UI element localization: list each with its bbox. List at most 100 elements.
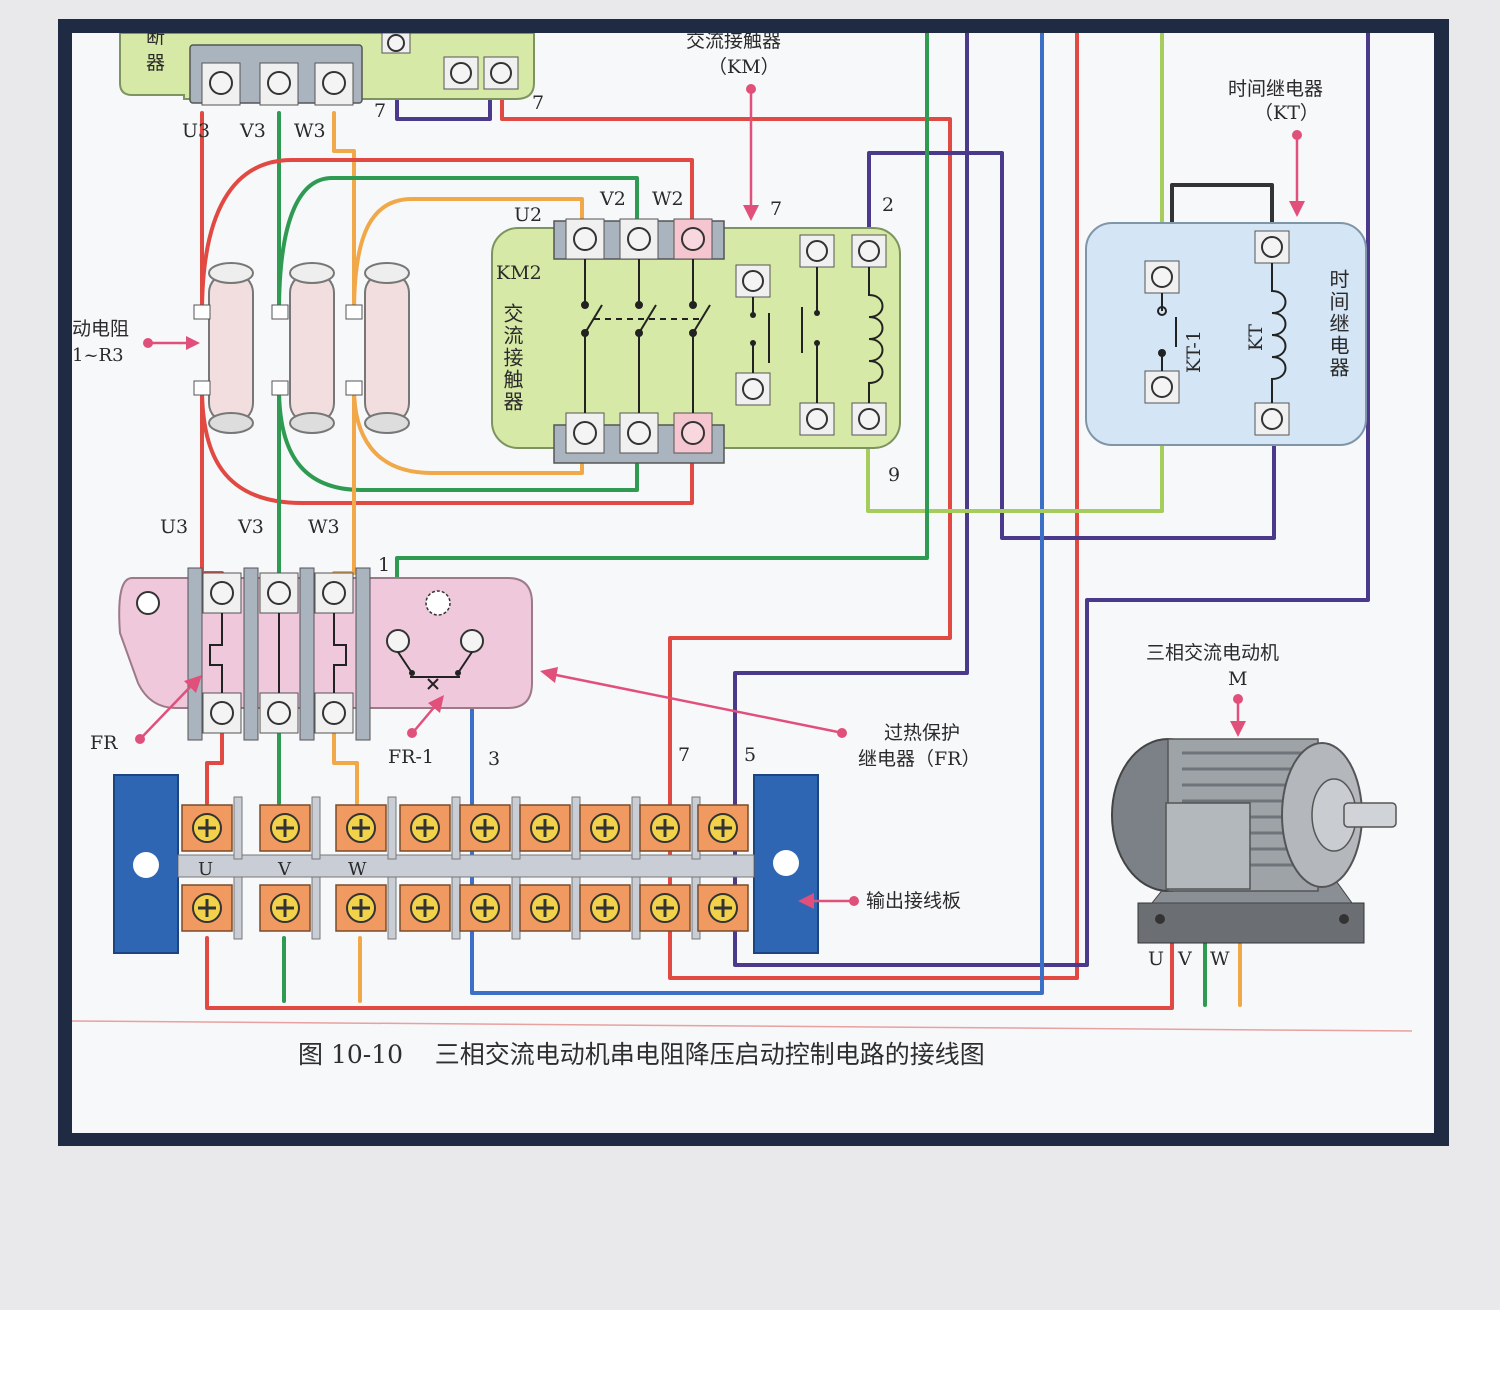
label-wire-7-d: 7 <box>678 744 690 766</box>
wire-phase-w-top <box>332 111 356 315</box>
km-coil <box>799 234 887 436</box>
bottom-separator-2 <box>311 876 321 940</box>
pointer-fr <box>142 684 193 737</box>
label-motor-v: V <box>1177 948 1192 970</box>
pointer-dot-motor <box>1233 694 1243 704</box>
kt-callout: 时间继电器 （KT） <box>1228 78 1323 217</box>
km2-lower-terminals <box>565 412 713 454</box>
resistor-r3 <box>345 262 410 434</box>
top-terminal-1 <box>181 804 233 852</box>
label-kt: KT <box>1245 324 1267 351</box>
label-kt-title: 时间继电器 <box>1228 78 1323 100</box>
starting-resistors: 动电阻 1~R3 <box>72 262 410 434</box>
bottom-terminal-6 <box>519 884 571 932</box>
top-separator-7 <box>631 796 641 860</box>
bottom-terminal-5 <box>459 884 511 932</box>
breaker-label-partial-top: 断 <box>146 33 165 48</box>
pointer-dot-fr <box>135 734 145 744</box>
label-wire-2: 2 <box>882 194 894 216</box>
bottom-terminal-9 <box>697 884 749 932</box>
label-motor-w: W <box>1210 948 1230 970</box>
label-u3-top: U3 <box>182 120 210 142</box>
wire-purple-2 <box>867 151 1276 540</box>
label-kt-vertical: 时间继电器 <box>1326 269 1350 379</box>
top-terminal-8 <box>639 804 691 852</box>
label-term-u: U <box>198 859 213 880</box>
fr-top-terminals <box>202 572 354 614</box>
time-relay-kt: KT-1 KT 时间继电器 <box>1085 222 1367 446</box>
top-terminal-2 <box>259 804 311 852</box>
pointer-dot-fr-title <box>837 728 847 738</box>
top-terminal-5 <box>459 804 511 852</box>
wire-purple-5 <box>733 33 1370 967</box>
label-km2-vertical: 交流接触器 <box>500 303 524 413</box>
top-terminal-3 <box>335 804 387 852</box>
output-terminal-board: U V W 7 5 输出接线板 <box>113 744 961 954</box>
book-page: 断 器 U3 V3 W3 7 7 动电阻 1~ <box>72 33 1434 1133</box>
contactor-km2: U2 V2 W2 KM2 交流接触器 7 2 9 <box>491 188 901 486</box>
top-terminal-7 <box>579 804 631 852</box>
bottom-separator-4 <box>451 876 461 940</box>
pointer-dot-kt <box>1292 130 1302 140</box>
label-kt-code: （KT） <box>1254 102 1319 124</box>
motor-m: 三相交流电动机 M U V W <box>1111 642 1397 970</box>
terminal-row-top <box>181 796 749 860</box>
bottom-terminal-4 <box>399 884 451 932</box>
top-separator-4 <box>451 796 461 860</box>
label-wire-7-b: 7 <box>532 92 544 114</box>
label-v3-top: V3 <box>239 120 266 142</box>
label-wire-1: 1 <box>378 554 390 576</box>
label-output-board: 输出接线板 <box>866 890 961 912</box>
top-separator-6 <box>571 796 581 860</box>
label-w3-mid: W3 <box>308 516 340 538</box>
wire-u-fr-out <box>205 731 224 805</box>
bottom-terminal-7 <box>579 884 631 932</box>
label-v2: V2 <box>599 188 626 210</box>
label-term-w: W <box>348 859 367 880</box>
km2-aux-contact <box>735 264 771 406</box>
top-separator-2 <box>311 796 321 860</box>
resistor-r2 <box>271 262 335 434</box>
top-separator-1 <box>233 796 243 860</box>
bottom-separator-1 <box>233 876 243 940</box>
label-resistor-code: 1~R3 <box>72 345 124 366</box>
wire-orange-bypass <box>352 197 584 315</box>
label-fr1: FR-1 <box>388 746 434 768</box>
label-wire-7-a: 7 <box>374 100 386 122</box>
wire-motor-u <box>205 891 1174 1010</box>
top-breaker: 断 器 U3 V3 W3 7 7 <box>119 33 544 142</box>
fr-bottom-terminals <box>202 692 354 734</box>
top-terminal-9 <box>697 804 749 852</box>
wire-w-fr-out <box>332 731 359 805</box>
bottom-terminal-1 <box>181 884 233 932</box>
bottom-terminal-3 <box>335 884 387 932</box>
breaker-label-partial: 器 <box>146 52 165 74</box>
bottom-separator-5 <box>511 876 521 940</box>
label-motor-u: U <box>1148 948 1164 970</box>
pointer-dot-resistor <box>143 338 153 348</box>
label-km-code: （KM） <box>708 56 780 78</box>
label-motor-title: 三相交流电动机 <box>1146 642 1279 664</box>
fr-callout: 过热保护 继电器（FR） <box>540 667 981 770</box>
bottom-terminal-2 <box>259 884 311 932</box>
label-km-title: 交流接触器 <box>686 33 781 52</box>
label-term-v: V <box>277 859 292 880</box>
bottom-separator-3 <box>387 876 397 940</box>
top-separator-5 <box>511 796 521 860</box>
bottom-terminal-8 <box>639 884 691 932</box>
label-u2: U2 <box>514 204 542 226</box>
label-wire-7-c: 7 <box>770 198 782 220</box>
label-km2: KM2 <box>496 262 542 284</box>
top-separator-3 <box>387 796 397 860</box>
caption-rule <box>72 1020 1413 1032</box>
label-fr: FR <box>90 732 118 754</box>
km2-main-contacts <box>581 259 711 413</box>
top-terminal-4 <box>399 804 451 852</box>
km-callout: 交流接触器 （KM） <box>686 33 781 221</box>
label-fr-title: 过热保护 <box>884 722 960 744</box>
top-terminal-6 <box>519 804 571 852</box>
bottom-separator-6 <box>571 876 581 940</box>
pointer-dot-output <box>849 896 859 906</box>
label-w2: W2 <box>652 188 684 210</box>
label-motor-code: M <box>1228 668 1247 690</box>
